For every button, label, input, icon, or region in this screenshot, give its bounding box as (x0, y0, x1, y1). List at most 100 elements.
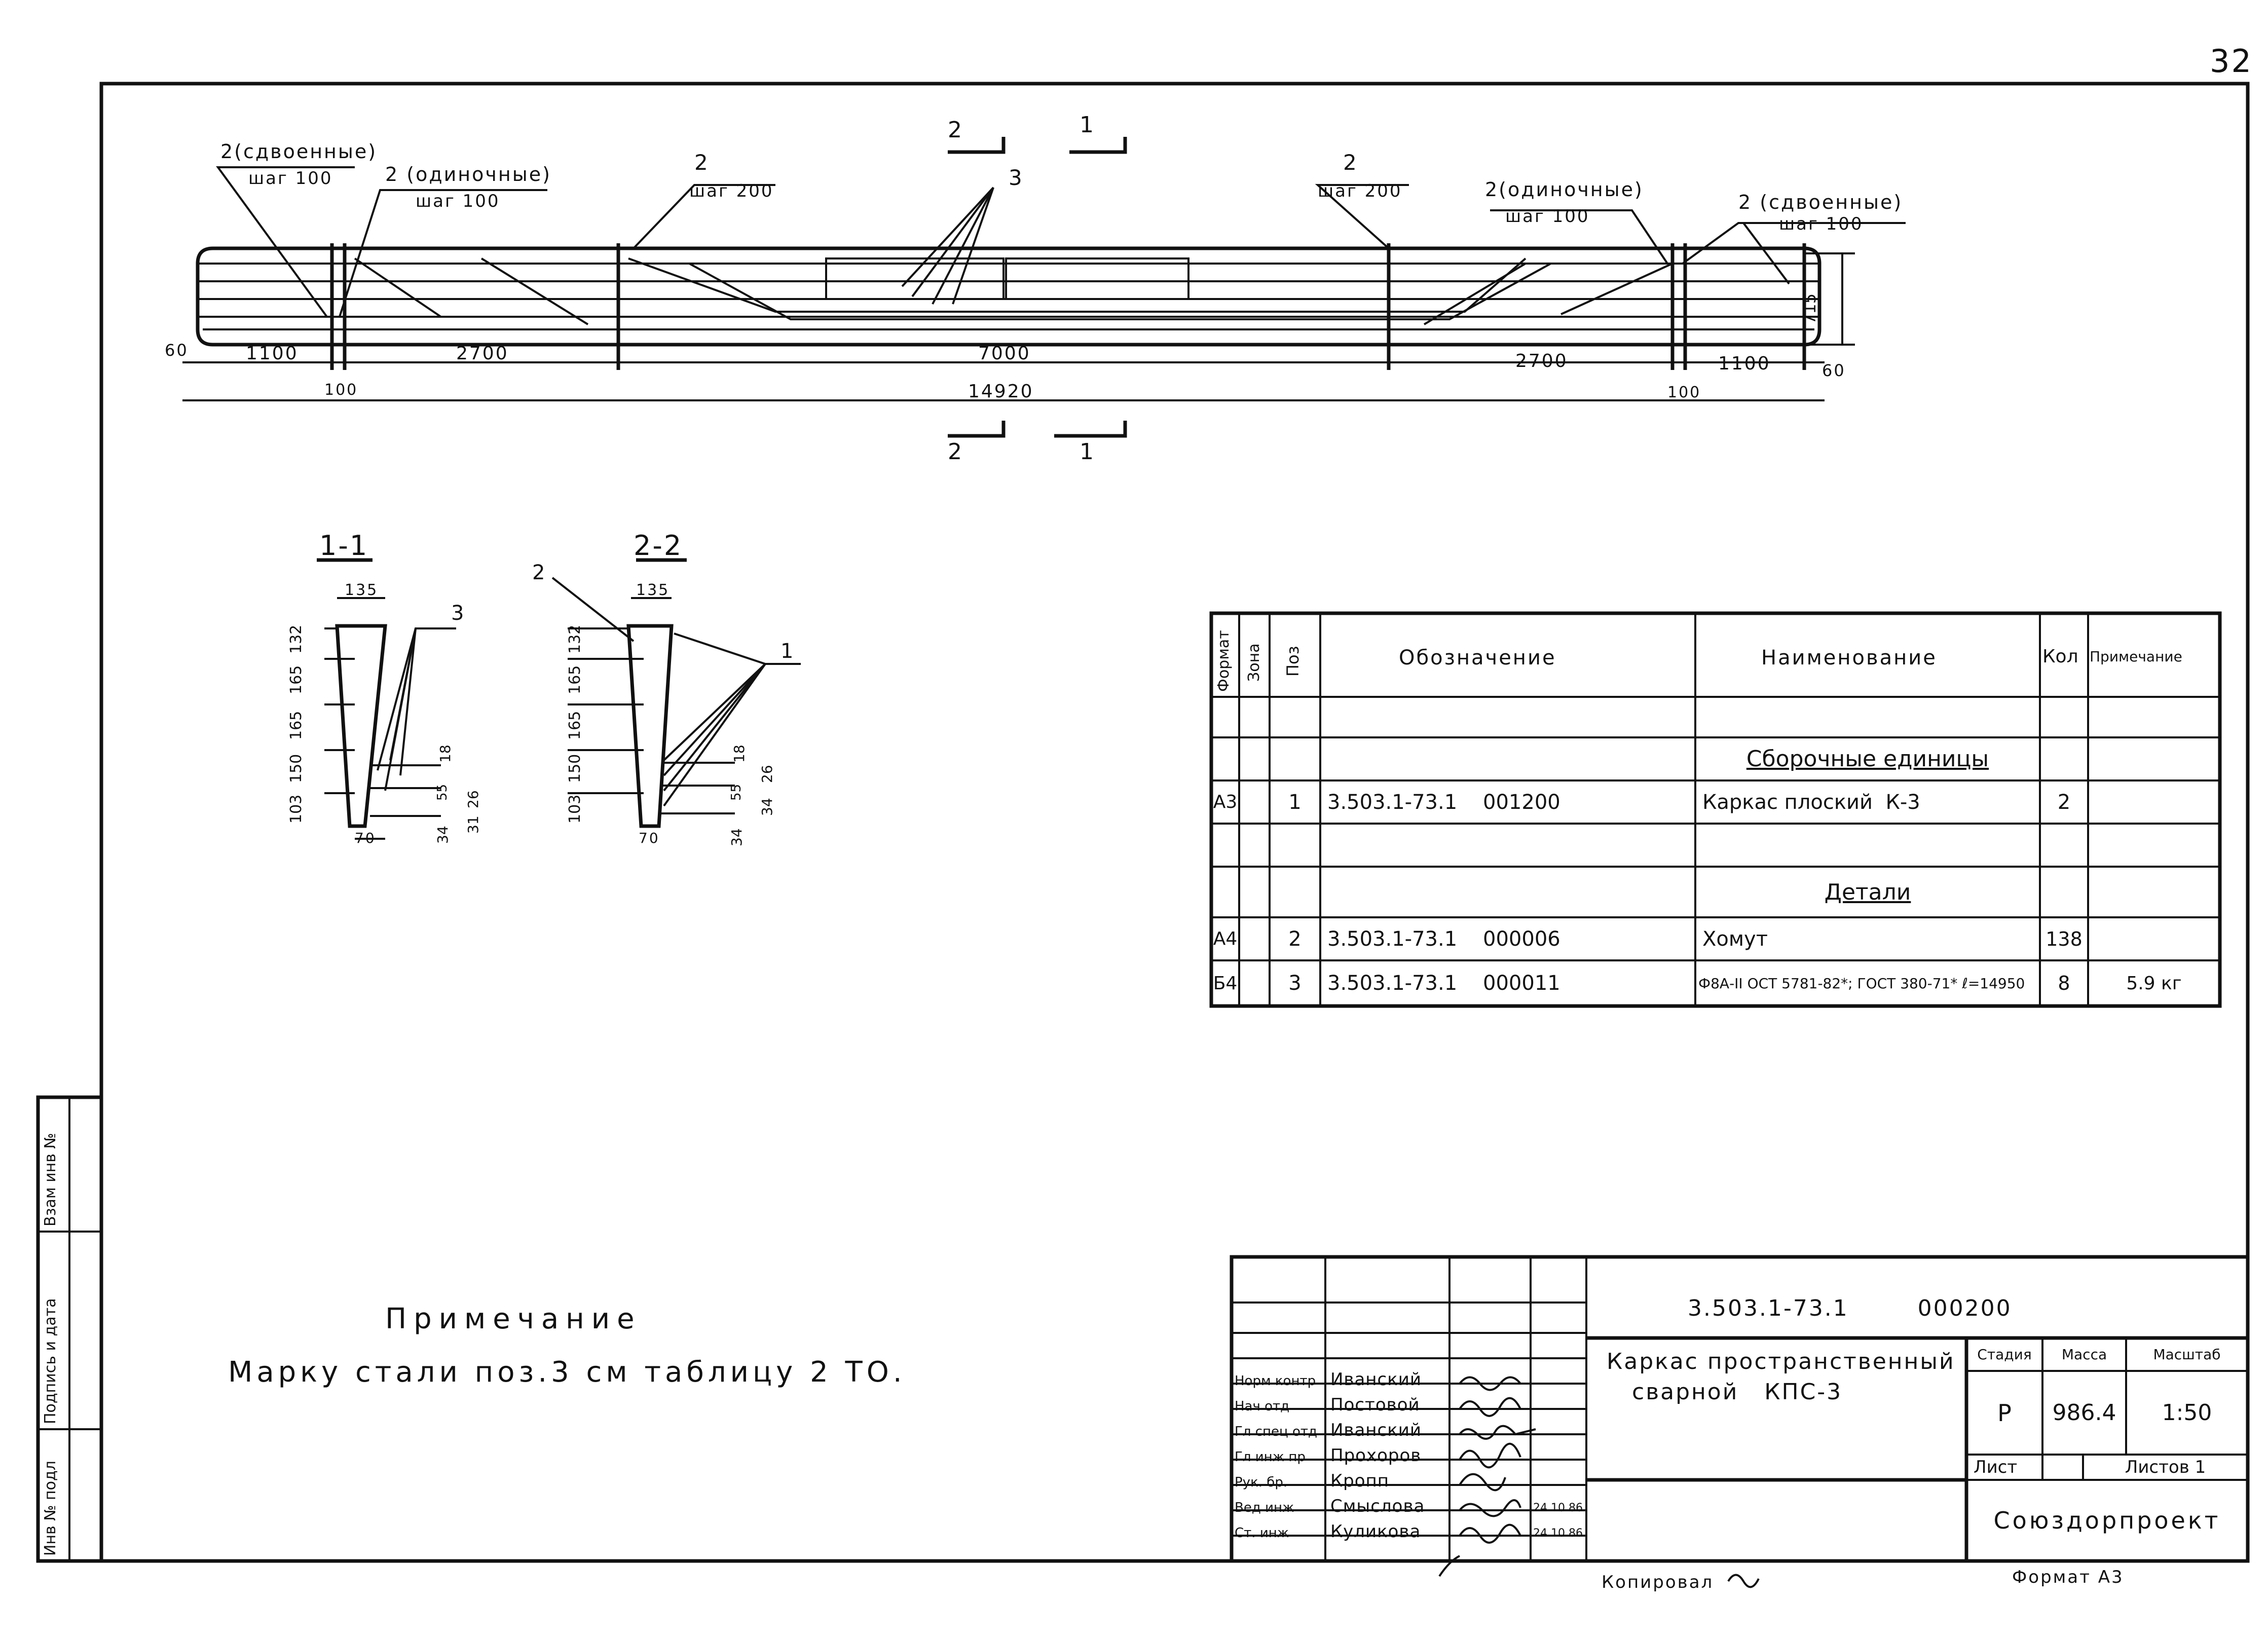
callout-right-mid-step: шаг 200 (1318, 181, 1402, 201)
section-1-1-dim-h: 31 (465, 815, 481, 834)
spec-row-2-designation: 3.503.1-73.1 000006 (1327, 927, 1560, 951)
tb-role-4: Гл инж пр (1235, 1449, 1306, 1465)
section-1-1-dim-g: 26 (465, 790, 481, 808)
tb-role-6: Вед инж (1235, 1500, 1294, 1515)
section-2-2-dim-d: 150 (566, 754, 584, 783)
callout-left-mid: 2 (694, 150, 710, 175)
callout-right-doubled: 2 (сдвоенные) (1738, 191, 1903, 213)
section-1-1-dim-e: 103 (287, 794, 305, 824)
cage-elevation (182, 137, 1906, 438)
section-2-2 (551, 558, 801, 828)
dim-60-left: 60 (165, 341, 189, 360)
spec-row-heading-parts: Детали (1695, 867, 2040, 917)
section-marker-2-bottom: 2 (948, 439, 963, 465)
side-stamp-grid (36, 1095, 103, 1563)
section-1-1-pos: 3 (451, 602, 466, 625)
tb-header-scale: Масштаб (2153, 1346, 2221, 1363)
tb-name-6: Смыслова (1330, 1496, 1425, 1516)
dim-14920: 14920 (968, 381, 1034, 402)
section-1-1-bottom-dim: 70 (355, 830, 376, 846)
dim-2700-right: 2700 (1515, 351, 1568, 371)
callout-left-single-step: шаг 100 (416, 191, 500, 211)
spec-header-note: Примечание (2090, 648, 2182, 665)
side-stamp-vzam: Взам инв № (42, 1133, 59, 1226)
section-1-1-dim-a: 132 (287, 624, 305, 654)
dim-1100-right: 1100 (1718, 353, 1771, 374)
section-1-1-dim-c: 165 (287, 711, 305, 740)
sheet-frame (99, 82, 2250, 1563)
tb-role-3: Гл спец отд (1235, 1424, 1318, 1439)
spec-row-heading-assemblies: Сборочные единицы (1695, 737, 2040, 780)
spec-heading-assemblies-text: Сборочные единицы (1746, 746, 1989, 772)
spec-row-1-format: А3 (1213, 792, 1238, 812)
tb-role-2: Нач отд (1235, 1399, 1290, 1414)
section-1-1-top-dim: 135 (345, 581, 379, 599)
callout-left-mid-step: шаг 200 (689, 181, 774, 201)
section-2-2-dim-h: 34 (759, 798, 775, 816)
section-2-2-dim-e: 103 (566, 794, 584, 824)
spec-row-3-pos: 3 (1288, 972, 1302, 995)
callout-left-doubled-step: шаг 100 (248, 168, 333, 189)
spec-row-1-pos: 1 (1288, 790, 1302, 814)
section-1-1-dim-d: 150 (287, 754, 305, 783)
note-text: Марку стали поз.3 см таблицу 2 ТО. (228, 1356, 906, 1389)
tb-name-4: Прохоров (1330, 1445, 1422, 1466)
tb-date-6: 24.10.86 (1533, 1502, 1583, 1514)
callout-left-doubled: 2(сдвоенные) (220, 140, 378, 163)
spec-row-3-name: Ф8А-II ОСТ 5781-82*; ГОСТ 380-71* ℓ=1495… (1698, 975, 2025, 992)
spec-row-3-format: Б4 (1213, 973, 1238, 994)
tb-header-mass: Масса (2061, 1346, 2107, 1363)
tb-mass: 986.4 (2052, 1400, 2116, 1426)
spec-row-3-designation: 3.503.1-73.1 000011 (1327, 972, 1560, 995)
section-2-2-pos-left: 2 (532, 561, 547, 584)
spec-header-format: Формат (1215, 630, 1233, 692)
spec-table-grid (1209, 611, 2222, 1008)
tb-name-1: Иванский (1330, 1369, 1422, 1390)
section-2-2-dim-i: 34 (728, 828, 745, 846)
section-marker-1-top: 1 (1080, 112, 1095, 138)
tb-stage: Р (1997, 1399, 2012, 1427)
spec-row-2-name: Хомут (1702, 927, 1768, 951)
section-marker-2-top: 2 (948, 117, 963, 143)
side-stamp-inv-podl: Инв № подл (42, 1461, 59, 1556)
tb-role-5: Рук. бр. (1235, 1475, 1288, 1490)
section-2-2-dim-c: 165 (566, 711, 584, 740)
footer-copied: Копировал (1602, 1572, 1714, 1592)
section-2-2-pos-right: 1 (780, 640, 795, 663)
spec-row-3-qty: 8 (2058, 972, 2070, 994)
tb-title-line2: сварной КПС-3 (1632, 1379, 1843, 1405)
dim-7000: 7000 (978, 343, 1031, 364)
dim-2700-left: 2700 (456, 343, 509, 364)
tb-header-stage: Стадия (1977, 1346, 2032, 1363)
spec-header-zone: Зона (1245, 643, 1263, 682)
tb-document-code: 3.503.1-73.1 000200 (1688, 1295, 2012, 1321)
section-2-2-dim-j: 55 (729, 784, 744, 801)
spec-row-1-name: Каркас плоский К-3 (1702, 790, 1920, 814)
tb-name-3: Иванский (1330, 1420, 1422, 1440)
spec-row-3-note: 5.9 кг (2126, 973, 2182, 994)
callout-right-single: 2(одиночные) (1485, 178, 1644, 201)
tb-sheets-label: Листов 1 (2125, 1457, 2206, 1477)
section-2-2-dim-b: 165 (566, 665, 584, 694)
note-title: Примечание (385, 1303, 642, 1335)
section-2-2-title: 2-2 (634, 530, 683, 562)
spec-header-name: Наименование (1761, 646, 1937, 669)
section-1-1-dim-j: 55 (435, 784, 450, 801)
title-block-grid (1230, 1255, 2250, 1563)
dim-60-right: 60 (1822, 361, 1846, 380)
page-number: 32 (2210, 43, 2253, 80)
callout-right-doubled-step: шаг 100 (1779, 214, 1864, 234)
tb-name-7: Куликова (1330, 1521, 1421, 1542)
callout-right-mid: 2 (1343, 150, 1358, 175)
tb-scale: 1:50 (2162, 1400, 2212, 1426)
spec-header-pos: Поз (1283, 646, 1303, 677)
section-2-2-dim-a: 132 (566, 624, 584, 654)
spec-row-2-format: А4 (1213, 928, 1238, 949)
signature-scribbles (1438, 1376, 1760, 1588)
tb-name-2: Постовой (1330, 1395, 1420, 1415)
section-2-2-dim-g: 26 (759, 765, 775, 783)
spec-header-designation: Обозначение (1399, 646, 1556, 669)
section-2-2-top-dim: 135 (636, 581, 670, 599)
dim-1100-left: 1100 (246, 343, 299, 364)
tb-date-7: 24.10.86 (1533, 1527, 1583, 1540)
